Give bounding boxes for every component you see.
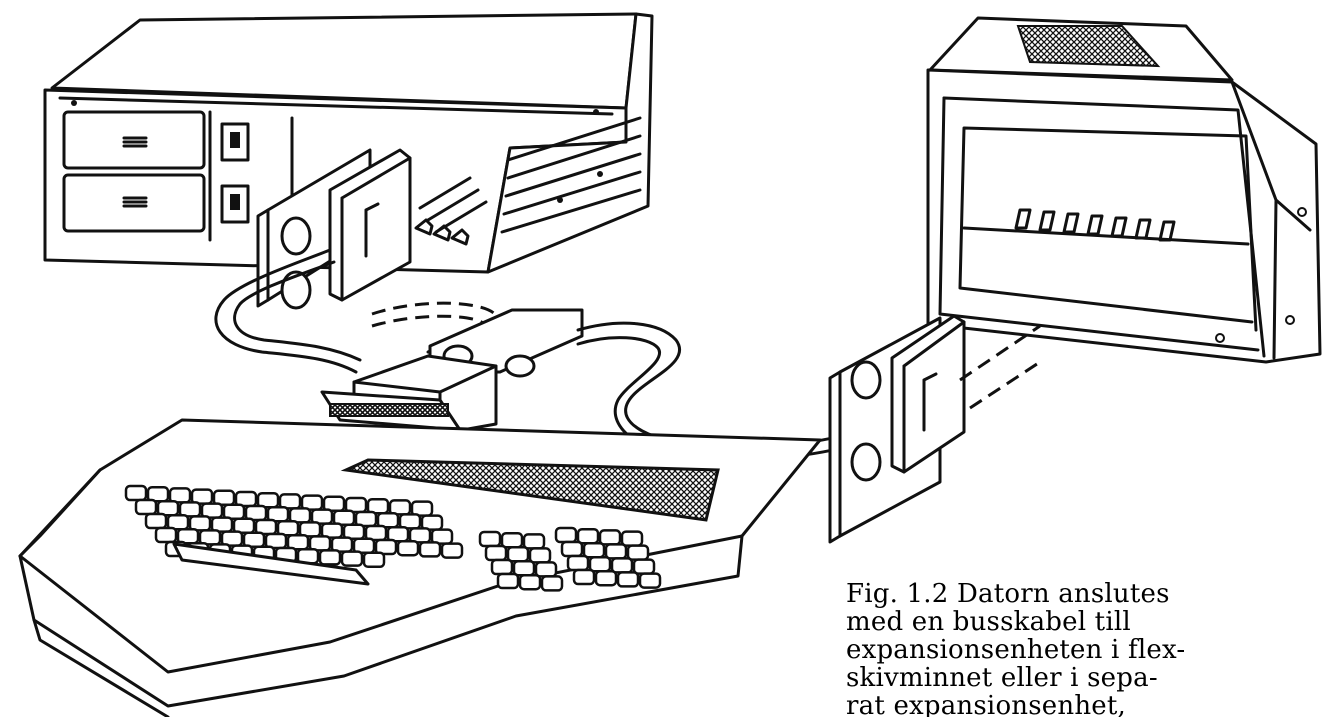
key: [524, 534, 544, 548]
key: [126, 486, 146, 500]
key: [508, 547, 528, 561]
key: [590, 557, 610, 571]
key: [420, 542, 440, 556]
expansion-bus-connector: [830, 316, 1040, 542]
key: [492, 560, 512, 574]
expansion-unit: [928, 18, 1320, 362]
key: [520, 575, 540, 589]
key: [342, 552, 362, 566]
key: [502, 533, 522, 547]
key: [606, 544, 626, 558]
key: [600, 530, 620, 544]
key: [556, 528, 576, 542]
key: [578, 529, 598, 543]
key: [156, 528, 176, 542]
key: [498, 574, 518, 588]
key: [480, 532, 500, 546]
key: [514, 561, 534, 575]
key: [612, 558, 632, 572]
key: [574, 570, 594, 584]
key: [536, 562, 556, 576]
key: [320, 550, 340, 564]
figure-caption: Fig. 1.2 Datorn anslutes med en busskabe…: [846, 580, 1334, 717]
key: [398, 541, 418, 555]
key: [622, 532, 642, 546]
keyboard-computer: [20, 420, 820, 717]
key: [530, 548, 550, 562]
key: [442, 544, 462, 558]
key: [146, 514, 166, 528]
key: [542, 576, 562, 590]
key: [364, 553, 384, 567]
key: [568, 556, 588, 570]
key: [634, 560, 654, 574]
key: [628, 546, 648, 560]
key: [596, 571, 616, 585]
key: [618, 572, 638, 586]
key: [486, 546, 506, 560]
key: [640, 574, 660, 588]
key: [136, 500, 156, 514]
key: [584, 543, 604, 557]
key: [562, 542, 582, 556]
